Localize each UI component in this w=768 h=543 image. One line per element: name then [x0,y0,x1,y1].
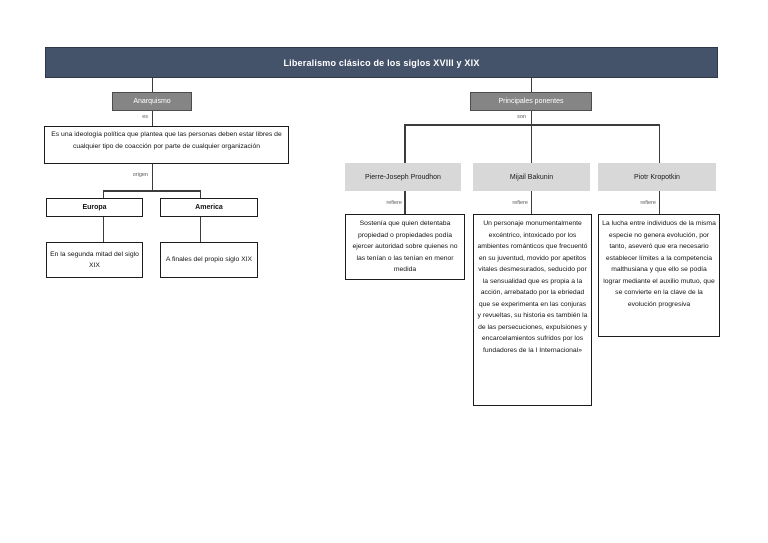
node-europa: Europa [46,198,143,217]
connector-line [404,124,406,163]
diagram-title-bar: Liberalismo clásico de los siglos XVIII … [45,47,718,78]
connector-line [530,124,532,163]
connector-line [404,124,660,126]
edge-label-refiere-kropotkin: refiere [640,200,656,206]
node-bakunin: Mijail Bakunin [473,163,590,191]
node-bakunin-label: Mijail Bakunin [509,173,554,181]
connector-line [199,217,201,242]
node-proudhon-description: Sostenía que quien detentaba propiedad o… [345,214,465,280]
connector-line [530,191,532,214]
node-proudhon-label: Pierre-Joseph Proudhon [365,173,441,181]
connector-line [151,164,153,191]
connector-line [102,190,104,198]
node-america-label: America [195,204,223,211]
connector-line [151,78,153,92]
node-principales-ponentes-label: Principales ponentes [498,98,564,105]
connector-line [530,78,532,92]
connector-line [404,191,406,214]
connector-line [102,190,201,192]
node-kropotkin-description: La lucha entre individuos de la misma es… [598,214,720,337]
node-kropotkin-label: Piotr Kropotkin [634,173,680,181]
connector-line [102,217,104,242]
node-europa-label: Europa [82,204,107,211]
connector-line [151,111,153,126]
node-proudhon: Pierre-Joseph Proudhon [345,163,461,191]
node-anarquismo-label: Anarquismo [133,98,171,105]
node-europa-detail: En la segunda mitad del siglo XIX [46,242,143,278]
edge-label-es: es [142,114,148,120]
node-america-detail: A finales del propio siglo XIX [160,242,258,278]
edge-label-son: son [517,114,526,120]
connector-line [199,190,201,198]
node-america: America [160,198,258,217]
node-definition: Es una ideología política que plantea qu… [44,126,289,164]
node-principales-ponentes: Principales ponentes [470,92,592,111]
diagram-title: Liberalismo clásico de los siglos XVIII … [283,57,480,68]
node-kropotkin: Piotr Kropotkin [598,163,716,191]
node-anarquismo: Anarquismo [112,92,192,111]
connector-line [658,191,660,214]
edge-label-refiere-proudhon: refiere [386,200,402,206]
connector-line [658,124,660,163]
edge-label-refiere-bakunin: refiere [512,200,528,206]
node-bakunin-description: Un personaje monumentalmente excéntrico,… [473,214,592,406]
edge-label-origen: origen [132,172,148,178]
connector-line [530,111,532,125]
